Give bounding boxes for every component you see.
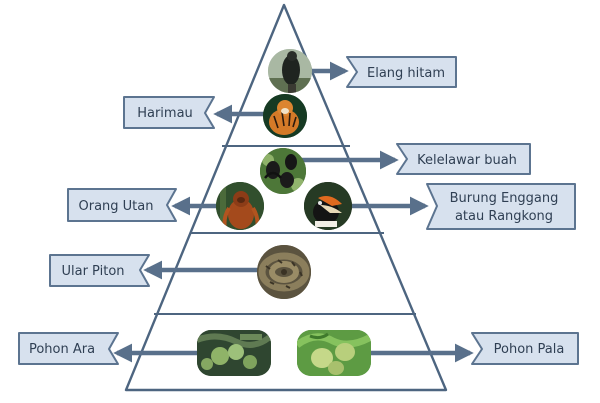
fruit-bat-photo-icon [260,148,306,194]
label-orangutan: Orang Utan [79,199,154,214]
label-ular: Ular Piton [61,264,124,279]
label-box-pala: Pohon Pala [471,332,579,365]
nutmeg-fruit-photo-icon [297,330,371,376]
fig-fruit-photo-icon [197,330,271,376]
pyramid [124,3,448,392]
label-box-elang: Elang hitam [346,56,457,88]
label-kelelawar: Kelelawar buah [417,153,517,168]
tiger-photo-icon [263,94,307,138]
label-box-orangutan: Orang Utan [67,188,177,222]
label-enggang-line1: Burung Enggang [450,191,559,206]
label-box-kelelawar: Kelelawar buah [396,143,531,175]
label-elang: Elang hitam [367,66,445,81]
label-pala: Pohon Pala [494,342,565,357]
label-harimau: Harimau [137,106,193,121]
hornbill-photo-icon [304,182,352,230]
orangutan-photo-icon [216,182,264,230]
label-box-ular: Ular Piton [49,254,150,287]
label-enggang-line2: atau Rangkong [455,209,553,224]
black-eagle-photo-icon [268,49,312,93]
label-box-harimau: Harimau [123,96,215,129]
label-box-ara: Pohon Ara [18,332,119,365]
label-ara: Pohon Ara [29,342,95,357]
label-box-enggang: Burung Enggang atau Rangkong [426,183,576,230]
python-photo-icon [257,245,311,299]
